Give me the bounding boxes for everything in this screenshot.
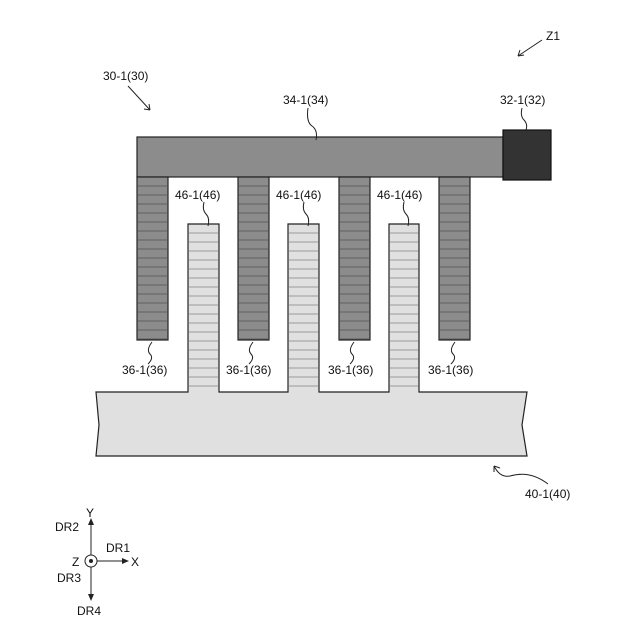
axis-z-label: Z [72, 555, 79, 569]
finger-36-d [439, 177, 470, 340]
label-pad-32: 32-1(32) [500, 93, 545, 107]
axis-indicator: Y DR2 DR1 X Z DR3 DR4 [55, 506, 139, 618]
label-finger-36-b: 36-1(36) [226, 363, 271, 377]
leader-36-b [249, 342, 253, 364]
leader-36-d [451, 342, 455, 364]
finger-36-c [339, 177, 370, 340]
arrow-down-icon [88, 594, 94, 601]
axis-dr3-label: DR3 [57, 571, 81, 585]
leader-46-c [403, 202, 408, 226]
label-finger-46-b: 46-1(46) [276, 188, 321, 202]
leader-46-a [203, 202, 208, 226]
leader-40 [494, 466, 548, 484]
bus-bar-34 [137, 137, 503, 177]
leader-30 [128, 86, 150, 110]
leader-34 [308, 108, 317, 140]
label-electrode-40: 40-1(40) [525, 487, 570, 501]
label-finger-36-d: 36-1(36) [428, 363, 473, 377]
pad-32 [503, 130, 551, 180]
axis-dr2-label: DR2 [55, 520, 79, 534]
leader-36-a [148, 342, 152, 364]
axis-dr1-label: DR1 [106, 541, 130, 555]
label-finger-36-c: 36-1(36) [328, 363, 373, 377]
leader-z1 [518, 40, 542, 56]
label-bus-34: 34-1(34) [283, 93, 328, 107]
label-z1: Z1 [546, 29, 560, 43]
leader-32 [521, 108, 526, 130]
axis-y-label: Y [86, 506, 94, 520]
label-finger-46-c: 46-1(46) [377, 188, 422, 202]
arrow-right-icon [122, 558, 129, 564]
axis-x-label: X [131, 555, 139, 569]
axis-dr4-label: DR4 [77, 604, 101, 618]
leader-46-b [303, 202, 308, 226]
label-finger-46-a: 46-1(46) [175, 188, 220, 202]
finger-36-a [137, 177, 168, 340]
label-finger-36-a: 36-1(36) [122, 363, 167, 377]
leader-36-c [350, 342, 354, 364]
label-electrode-30: 30-1(30) [103, 69, 148, 83]
finger-36-b [238, 177, 269, 340]
